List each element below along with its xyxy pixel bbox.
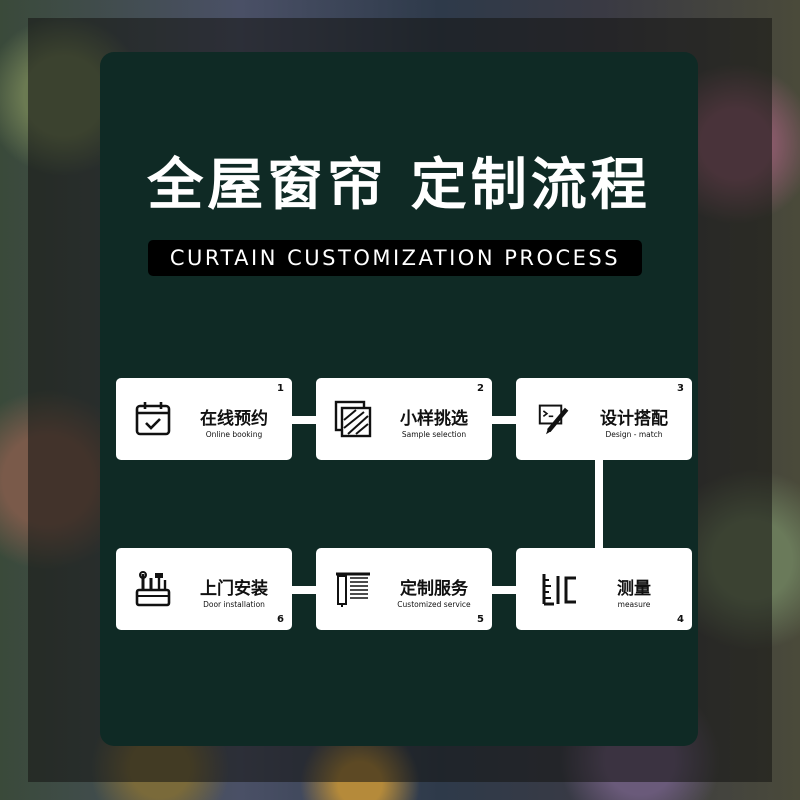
connector-4-5 — [490, 586, 516, 594]
connector-3-4 — [595, 458, 603, 550]
step-card-5: 5 定制服务 Customized service — [316, 548, 492, 630]
step-title: 测量 — [617, 579, 651, 599]
step-subtitle: Customized service — [397, 600, 471, 609]
page-subtitle: CURTAIN CUSTOMIZATION PROCESS — [148, 240, 642, 276]
step-number: 6 — [277, 614, 284, 625]
step-number: 5 — [477, 614, 484, 625]
step-card-6: 6 上门安装 Door installation — [116, 548, 292, 630]
step-number: 3 — [677, 383, 684, 394]
fabric-sample-icon — [334, 400, 372, 438]
step-title: 小样挑选 — [400, 409, 468, 429]
step-subtitle: Sample selection — [401, 430, 467, 439]
page-title: 全屋窗帘 定制流程 — [147, 152, 651, 218]
step-title: 上门安装 — [200, 579, 268, 599]
step-number: 2 — [477, 383, 484, 394]
step-subtitle: Door installation — [203, 600, 265, 609]
step-title: 在线预约 — [200, 409, 268, 429]
step-card-2: 2 小样挑选 Sample selection — [316, 378, 492, 460]
calendar-check-icon — [135, 402, 171, 436]
step-title: 定制服务 — [400, 579, 468, 599]
step-number: 4 — [677, 614, 684, 625]
step-number: 1 — [277, 383, 284, 394]
step-title: 设计搭配 — [600, 409, 668, 429]
step-subtitle: Online booking — [205, 430, 263, 439]
connector-1-2 — [290, 416, 316, 424]
step-subtitle: measure — [617, 600, 651, 609]
toolbox-icon — [135, 571, 171, 607]
step-card-4: 4 测量 measure — [516, 548, 692, 630]
step-card-3: 3 设计搭配 Design - match — [516, 378, 692, 460]
ruler-icon — [542, 574, 576, 606]
step-subtitle: Design - match — [605, 430, 663, 439]
connector-2-3 — [490, 416, 516, 424]
design-pen-icon — [538, 404, 569, 435]
connector-5-6 — [290, 586, 316, 594]
step-card-1: 1 在线预约 Online booking — [116, 378, 292, 460]
curtain-icon — [336, 572, 370, 607]
